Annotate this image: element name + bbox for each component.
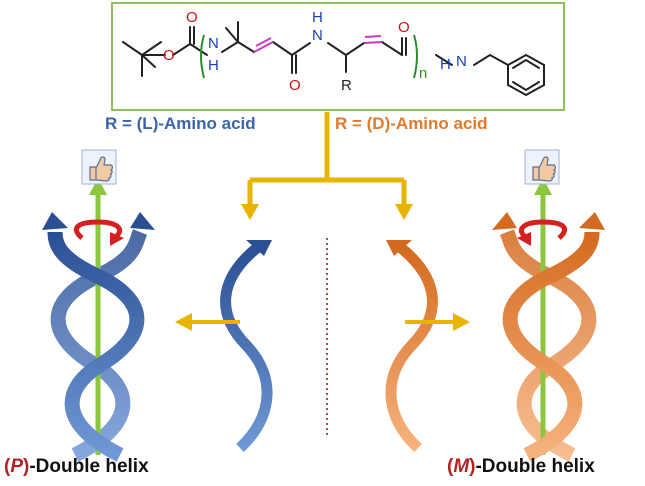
m-caption-paren-open: (	[447, 456, 454, 477]
arrow-to-right-head	[453, 313, 470, 331]
p-double-helix	[42, 178, 155, 462]
bond-lines	[122, 21, 545, 97]
branch-arrows	[241, 112, 413, 220]
thumbs-up-icon-hand	[89, 156, 113, 182]
atom-carbonyl-o: O	[186, 9, 198, 26]
left-condition-label: R = (L)-Amino acid	[105, 114, 256, 133]
alkene-bonds	[253, 35, 383, 53]
single-helix-blue	[220, 242, 273, 452]
structure-frame	[111, 2, 565, 111]
m-caption-chirality: M	[453, 456, 470, 477]
m-rotation-arrowhead	[517, 232, 531, 246]
right-condition-label: R = (D)-Amino acid	[335, 114, 488, 133]
thumbs-up-icon	[81, 149, 117, 185]
p-helix-strand-front	[47, 231, 145, 462]
m-caption-text: -Double helix	[475, 456, 595, 477]
p-helix-strand-back	[50, 229, 148, 462]
branch-right-arrowhead	[395, 204, 413, 220]
arrow-to-left-head	[175, 313, 192, 331]
atom-nh: N	[208, 35, 219, 52]
single-helix-orange-arrowhead	[386, 240, 412, 256]
p-caption-chirality: P	[10, 456, 24, 477]
atom-o-right: O	[398, 19, 410, 36]
atom-h-end: H	[440, 56, 451, 73]
atom-o-mid: O	[289, 77, 301, 94]
p-rotation-arrow	[74, 219, 122, 241]
single-helix-blue-arrowhead	[246, 240, 272, 256]
m-double-helix-caption: (M)-Double helix	[447, 456, 595, 478]
p-caption-paren-close: )	[23, 456, 30, 477]
repeat-n: n	[419, 65, 427, 82]
atom-ester-o: O	[163, 47, 175, 64]
m-double-helix	[492, 178, 605, 462]
p-helix-strand-back-arrowhead	[130, 212, 155, 230]
m-rotation-arrow	[519, 219, 567, 241]
atom-n-end: N	[456, 53, 467, 70]
p-double-helix-caption: (P)-Double helix	[4, 456, 149, 478]
p-helix-axis-arrowhead	[89, 178, 107, 195]
atom-n-mid: N	[312, 27, 323, 44]
p-caption-text: -Double helix	[29, 456, 149, 477]
m-helix-strand-front-arrowhead	[579, 212, 605, 230]
atom-nh-h: H	[208, 57, 219, 74]
branch-left-arrowhead	[241, 204, 259, 220]
p-rotation-arrowhead	[110, 232, 124, 246]
thumbs-up-icon-hand	[532, 156, 556, 182]
chemical-structure: O O N H N H O R O n N H	[111, 2, 565, 111]
p-caption-paren-open: (	[4, 456, 11, 477]
m-caption-paren-close: )	[469, 456, 476, 477]
thumbs-up-icon	[524, 149, 560, 185]
m-helix-strand-back	[499, 229, 597, 462]
m-helix-axis-arrowhead	[534, 178, 552, 195]
p-helix-strand-front-arrowhead	[42, 212, 68, 230]
side-arrows	[175, 313, 470, 331]
atom-r-group: R	[341, 77, 352, 94]
m-helix-strand-back-arrowhead	[492, 212, 517, 230]
m-helix-strand-front	[502, 231, 600, 462]
repeat-brackets	[200, 34, 418, 79]
atom-h-mid: H	[312, 9, 323, 26]
single-helix-orange	[385, 242, 438, 452]
